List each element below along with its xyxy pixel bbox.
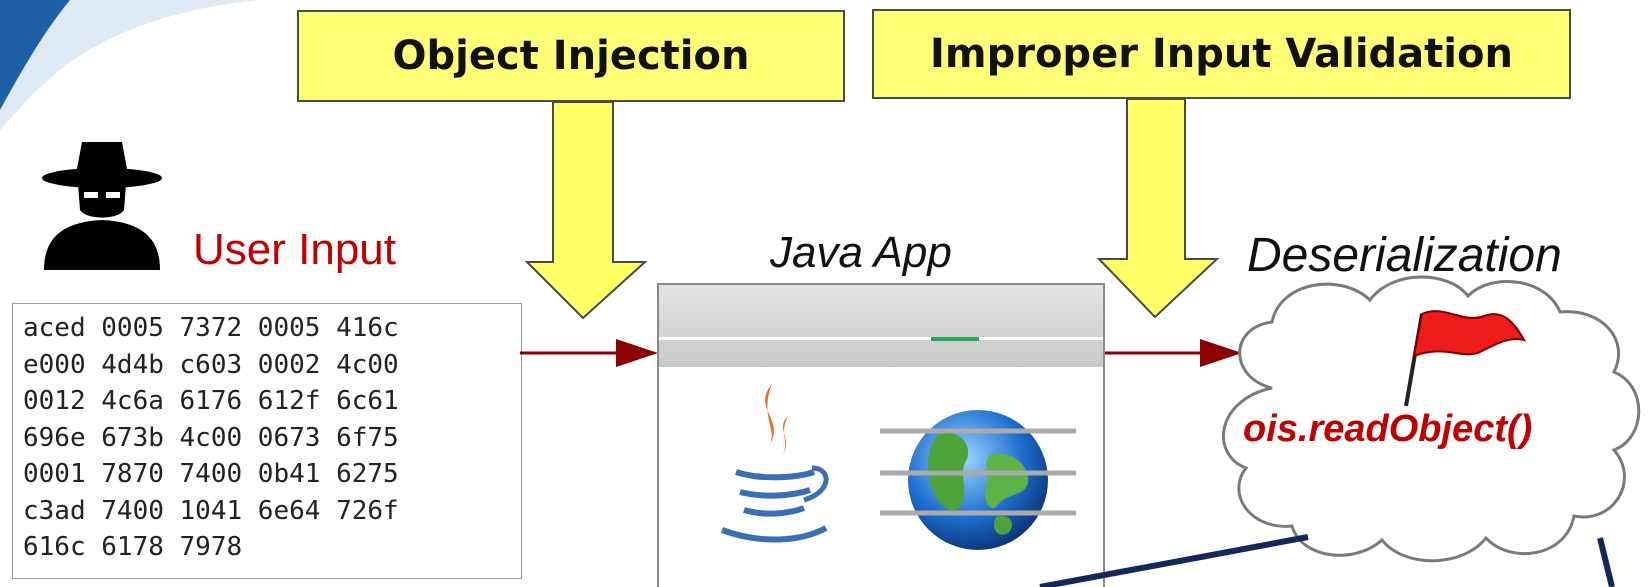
hex-line: 0012 4c6a 6176 612f 6c61 xyxy=(23,386,399,416)
window-titlebar xyxy=(659,285,1103,367)
object-injection-arrow xyxy=(525,101,648,320)
java-logo-icon xyxy=(720,384,829,543)
hex-line: 696e 673b 4c00 0673 6f75 xyxy=(23,422,399,453)
object-injection-label: Object Injection xyxy=(392,33,750,79)
red-flag-icon xyxy=(1404,310,1527,407)
improper-input-validation-label: Improper Input Validation xyxy=(930,31,1513,77)
hex-line: 616c 6178 7978 xyxy=(23,532,243,562)
window-address-bar xyxy=(659,337,1103,340)
hacker-icon xyxy=(42,142,162,270)
payload-to-app-arrow xyxy=(520,339,658,367)
hex-line: 0001 7870 7400 0b41 6275 xyxy=(23,459,399,489)
readobject-method-label: ois.readObject() xyxy=(1243,408,1533,450)
window-progress-accent xyxy=(931,337,979,341)
improper-input-validation-callout: Improper Input Validation xyxy=(872,9,1571,99)
app-to-deserialization-arrow xyxy=(1104,339,1242,367)
hex-line: c3ad 7400 1041 6e64 726f xyxy=(23,495,399,526)
user-input-title: User Input xyxy=(193,225,396,274)
deserialization-cloud xyxy=(1222,275,1641,563)
java-app-title: Java App xyxy=(770,228,952,277)
input-validation-arrow xyxy=(1096,98,1220,319)
globe-icon xyxy=(880,410,1076,550)
hex-line: aced 0005 7372 0005 416c xyxy=(23,313,399,343)
serialized-payload-hex: aced 0005 7372 0005 416c e000 4d4b c603 … xyxy=(12,303,522,579)
corner-swoosh xyxy=(0,0,260,130)
hex-line: e000 4d4b c603 0002 4c00 xyxy=(23,349,399,380)
deserialization-title: Deserialization xyxy=(1247,229,1562,282)
